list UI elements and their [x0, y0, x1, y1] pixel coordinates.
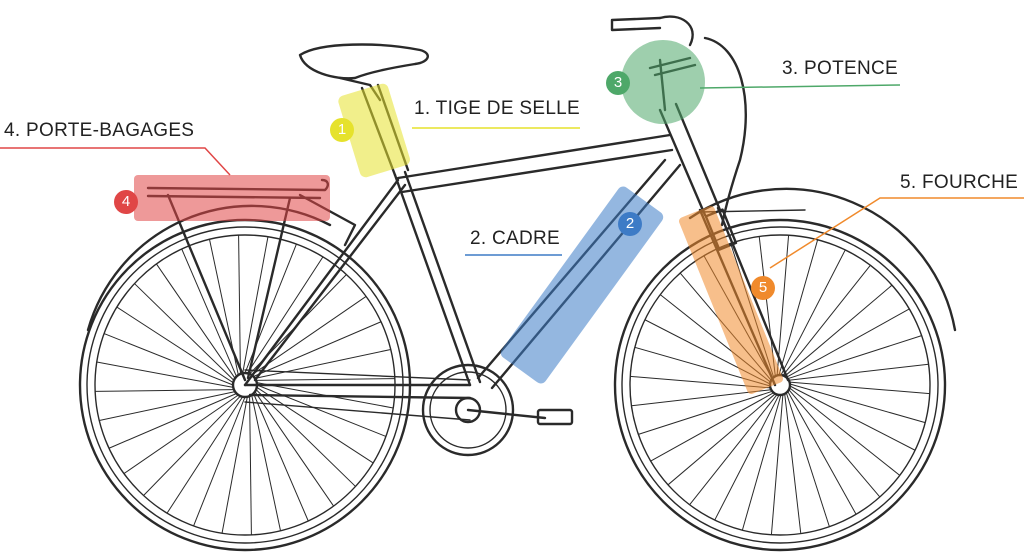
frame-highlight: [500, 186, 664, 384]
wheel-spoke: [638, 390, 773, 435]
wheel-spoke: [253, 321, 382, 377]
wheel-spoke: [143, 395, 241, 496]
wheel-spoke: [689, 394, 778, 506]
wheel-spoke: [255, 389, 356, 487]
label-potence: 3. POTENCE: [782, 58, 898, 79]
fork-leader: [769, 197, 1024, 269]
wheel-spoke: [650, 392, 774, 462]
wheel-spoke: [253, 393, 309, 522]
wheel-spoke: [103, 333, 234, 386]
wheel-spoke: [193, 396, 246, 527]
label-fourche: 5. FOURCHE: [900, 172, 1019, 193]
badge-4: 4: [114, 190, 138, 214]
wheel-spoke: [776, 235, 790, 376]
wheel-spoke: [631, 389, 772, 407]
wheel-spoke: [789, 383, 926, 424]
wheel-spoke: [95, 389, 234, 392]
seat-post-highlight: [338, 83, 410, 178]
wheel-spoke: [251, 394, 282, 531]
wheel-spoke: [714, 394, 780, 521]
badge-2: 2: [618, 212, 642, 236]
wheel-spoke: [786, 308, 910, 378]
wheel-spoke: [778, 239, 819, 376]
badge-5: 5: [751, 276, 775, 300]
wheel-spoke: [784, 393, 802, 534]
wheel-spoke: [787, 391, 857, 515]
label-porte-bagages: 4. PORTE-BAGAGES: [4, 120, 195, 141]
wheel-spoke: [256, 378, 395, 381]
wheel-spoke: [782, 264, 871, 376]
rack-highlight: [134, 175, 330, 221]
wheel-spoke: [134, 283, 235, 381]
badge-1: 1: [330, 118, 354, 142]
wheel-spoke: [780, 249, 846, 376]
wheel-spoke: [789, 385, 916, 451]
frame-lines: [243, 102, 722, 400]
wheel-spoke: [251, 296, 367, 376]
label-tige-de-selle: 1. TIGE DE SELLE: [414, 98, 581, 119]
wheel-spoke: [770, 394, 784, 535]
saddle: [298, 43, 429, 80]
wheel-spoke: [788, 363, 929, 381]
crankset: [421, 363, 574, 457]
badge-3: 3: [606, 71, 630, 95]
wheel-spoke: [785, 392, 830, 527]
front-fender: [688, 187, 957, 332]
rack-leader: [0, 147, 231, 176]
wheel-spoke: [221, 396, 248, 534]
wheel-spoke: [254, 391, 334, 507]
wheel-spoke: [108, 393, 237, 449]
fork-highlight: [679, 206, 783, 394]
wheel-spoke: [787, 335, 922, 380]
wheel-spoke: [788, 389, 881, 498]
wheel-spoke: [256, 384, 387, 437]
wheel-spoke: [96, 361, 234, 388]
wheel-spoke: [246, 256, 324, 374]
wheel-spoke: [667, 393, 776, 486]
stem-highlight: [621, 40, 705, 124]
rear-wheel: [78, 218, 412, 552]
wheel-spoke: [254, 348, 391, 379]
wheel-spoke: [99, 391, 236, 422]
wheel-spoke: [789, 387, 901, 476]
wheel-spoke: [156, 263, 236, 379]
wheel-spoke: [242, 236, 269, 374]
wheel-spoke: [249, 396, 252, 535]
chain: [244, 369, 471, 421]
wheel-spoke: [166, 396, 244, 514]
wheel-spoke: [123, 394, 239, 474]
wheel-spoke: [789, 381, 930, 395]
wheel-spoke: [238, 235, 241, 374]
wheel-spoke: [784, 284, 893, 377]
label-cadre: 2. CADRE: [470, 228, 561, 249]
wheel-spoke: [181, 248, 237, 377]
wheel-spoke: [116, 306, 234, 384]
front-wheel: [613, 218, 947, 552]
stem-leader: [699, 84, 901, 89]
wheel-spoke: [741, 394, 782, 531]
wheel-spoke: [256, 386, 374, 464]
